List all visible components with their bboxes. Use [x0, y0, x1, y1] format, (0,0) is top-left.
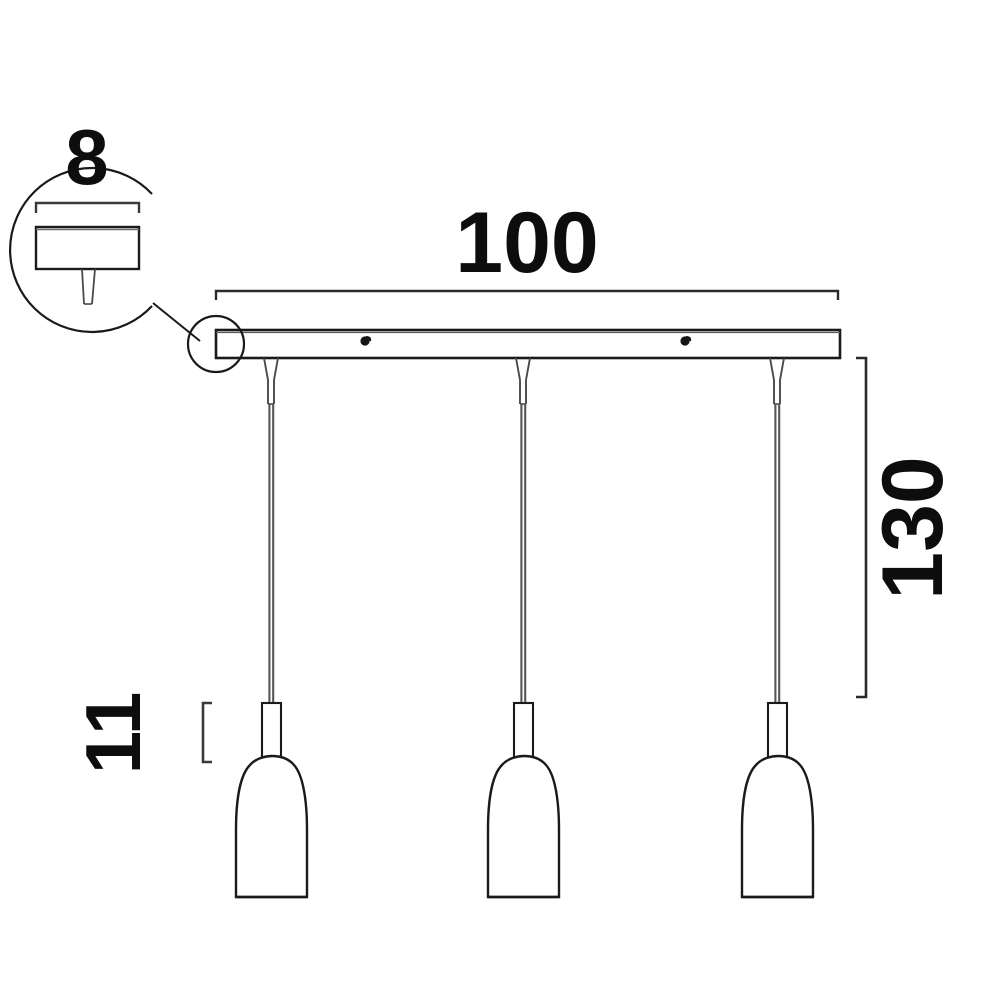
glass-shade	[234, 754, 309, 899]
mount-bar-body	[214, 328, 842, 360]
cable-cone-right-edge	[273, 357, 279, 404]
glass-shade	[486, 754, 561, 899]
screw-slot-icon	[365, 336, 372, 342]
canopy-box	[34, 225, 141, 271]
mount-bar	[186, 314, 842, 374]
pendant-right	[740, 357, 815, 899]
cable-cone-left-edge	[515, 357, 521, 404]
dimension-label-canopy-width: 8	[65, 113, 108, 201]
drop-height-dimension: 130	[856, 356, 961, 699]
glass-shade	[740, 754, 815, 899]
detail-circle	[9, 166, 153, 334]
screw-head-icon	[680, 336, 690, 346]
cable-cone-right-edge	[779, 357, 785, 404]
cable-cone-left-edge	[769, 357, 775, 404]
detail-leader-line	[152, 302, 201, 342]
dimension-label-holder-height: 11	[69, 692, 157, 774]
canopy-cable-right-edge	[91, 268, 96, 305]
bar-length-dimension-line	[214, 289, 840, 300]
cable-cone-left-edge	[263, 357, 269, 404]
dimension-label-drop-height: 130	[865, 456, 961, 600]
holder-height-dimension: 11	[69, 692, 212, 774]
screw-slot-icon	[685, 336, 692, 342]
canopy-detail-callout: 8	[9, 113, 201, 342]
pendant-left	[234, 357, 309, 899]
holder-height-dimension-bracket	[201, 701, 212, 764]
bar-screw-mark-1	[360, 336, 372, 346]
dimension-label-bar-length: 100	[455, 195, 599, 291]
canopy-width-dimension-bracket	[34, 201, 141, 213]
bar-length-dimension: 100	[214, 195, 840, 300]
detail-indicator-circle	[186, 314, 246, 374]
screw-head-icon	[360, 336, 370, 346]
bar-screw-mark-2	[680, 336, 692, 346]
cable-cone-right-edge	[525, 357, 531, 404]
canopy-cable-left-edge	[81, 268, 85, 305]
drop-height-dimension-line	[856, 356, 868, 699]
pendant-center	[486, 357, 561, 899]
